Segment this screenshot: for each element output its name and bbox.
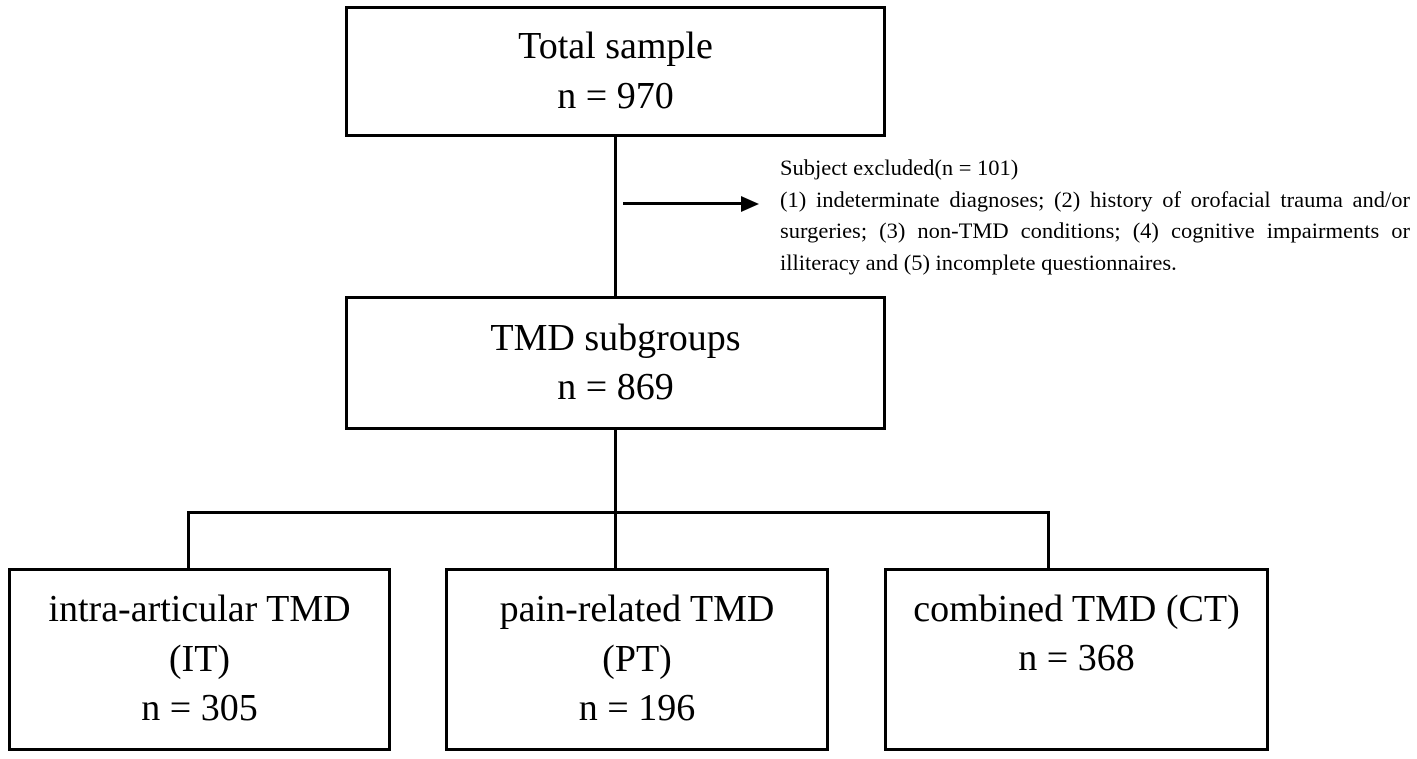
exclusion-note: Subject excluded(n = 101) (1) indetermin… xyxy=(780,152,1410,278)
ct-group-box: combined TMD (CT) n = 368 xyxy=(884,568,1269,751)
exclusion-arrow-shaft xyxy=(623,202,743,205)
pt-group-abbr: (PT) xyxy=(602,637,672,680)
connector-to-it xyxy=(187,511,190,570)
it-group-box: intra-articular TMD (IT) n = 305 xyxy=(8,568,391,751)
pt-group-box: pain-related TMD (PT) n = 196 xyxy=(445,568,829,751)
ct-group-title: combined TMD (CT) xyxy=(913,588,1240,630)
ct-group-count: n = 368 xyxy=(1018,637,1135,680)
connector-to-pt xyxy=(614,511,617,570)
tmd-subgroups-box: TMD subgroups n = 869 xyxy=(345,296,886,430)
branch-horizontal-line xyxy=(187,511,1050,514)
connector-to-ct xyxy=(1047,511,1050,570)
exclusion-criteria: (1) indeterminate diagnoses; (2) history… xyxy=(780,186,1410,275)
pt-group-count: n = 196 xyxy=(578,687,696,730)
exclusion-arrow-head xyxy=(741,195,759,212)
total-sample-box: Total sample n = 970 xyxy=(345,6,886,137)
it-group-title: intra-articular TMD xyxy=(48,588,351,631)
total-sample-title: Total sample xyxy=(518,25,713,68)
tmd-subgroups-count: n = 869 xyxy=(557,366,674,408)
it-group-abbr: (IT) xyxy=(168,637,231,680)
total-sample-count: n = 970 xyxy=(557,74,674,117)
connector-total-to-subgroups xyxy=(614,135,617,298)
it-group-count: n = 305 xyxy=(141,687,258,730)
pt-group-title: pain-related TMD xyxy=(499,588,775,631)
exclusion-title: Subject excluded(n = 101) xyxy=(780,155,1019,180)
tmd-subgroups-title: TMD subgroups xyxy=(490,316,741,359)
connector-subgroups-to-branch xyxy=(614,428,617,513)
